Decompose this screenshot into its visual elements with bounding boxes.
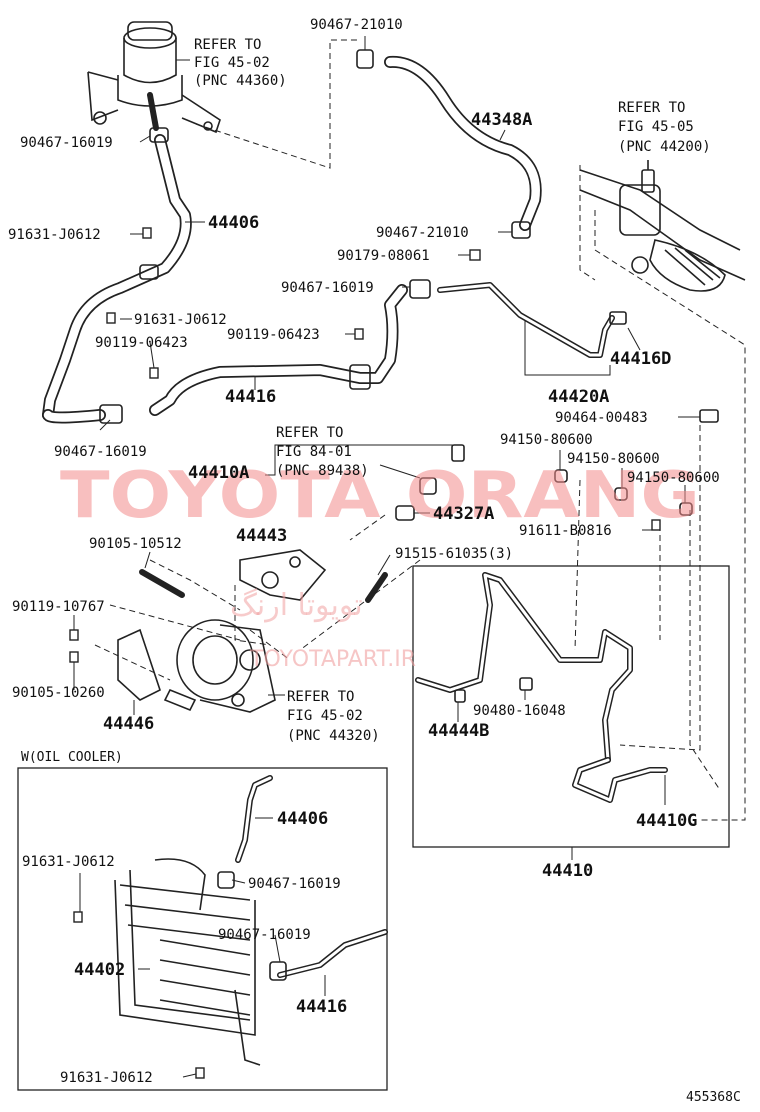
label-91611-B0816: 91611-B0816 xyxy=(519,523,612,539)
label-90105-10512: 90105-10512 xyxy=(89,536,182,552)
watermark-brand: TOYOTA ORANG xyxy=(60,459,700,533)
label-91631-J0612-a: 91631-J0612 xyxy=(8,227,101,243)
assembly-44410-box xyxy=(412,565,730,848)
label-90467-21010-top: 90467-21010 xyxy=(310,17,403,33)
label-44420A: 44420A xyxy=(548,387,609,407)
inset-label-90467-16019-b: 90467-16019 xyxy=(218,927,311,943)
refer-top-line3: (PNC 44360) xyxy=(194,73,287,89)
label-90467-16019-c: 90467-16019 xyxy=(54,444,147,460)
refer-center-line1: REFER TO xyxy=(276,425,343,441)
label-44444B: 44444B xyxy=(428,721,489,741)
part-labels: REFER TO FIG 45-02 (PNC 44360) 90467-210… xyxy=(8,17,741,1105)
label-44416: 44416 xyxy=(225,387,276,407)
refer-pump-line3: (PNC 44320) xyxy=(287,728,380,744)
label-90467-21010-mid: 90467-21010 xyxy=(376,225,469,241)
label-44410G: 44410G xyxy=(636,811,697,831)
label-94150-80600-c: 94150-80600 xyxy=(627,470,720,486)
hose-44348A xyxy=(356,49,542,239)
label-90179-08061: 90179-08061 xyxy=(337,248,430,264)
vane-pump xyxy=(163,619,276,713)
inset-label-91631-J0612-b: 91631-J0612 xyxy=(60,1070,153,1086)
refer-center-line3: (PNC 89438) xyxy=(276,463,369,479)
label-94150-80600-a: 94150-80600 xyxy=(500,432,593,448)
label-90105-10260: 90105-10260 xyxy=(12,685,105,701)
inset-hoses xyxy=(73,775,388,1079)
refer-top-line1: REFER TO xyxy=(194,37,261,53)
label-90119-10767: 90119-10767 xyxy=(12,599,105,615)
label-44406: 44406 xyxy=(208,213,259,233)
refer-pump-line1: REFER TO xyxy=(287,689,354,705)
label-44348A: 44348A xyxy=(471,110,532,130)
figure-id: 455368C xyxy=(686,1090,741,1105)
label-44443: 44443 xyxy=(236,526,287,546)
inset-oil-cooler-box xyxy=(17,767,388,1091)
inset-label-44416: 44416 xyxy=(296,997,347,1017)
inset-label-90467-16019-a: 90467-16019 xyxy=(248,876,341,892)
hose-44406 xyxy=(42,127,192,424)
refer-pump-line2: FIG 45-02 xyxy=(287,708,363,724)
refer-center-line2: FIG 84-01 xyxy=(276,444,352,460)
refer-top-line2: FIG 45-02 xyxy=(194,55,270,71)
label-44410: 44410 xyxy=(542,861,593,881)
steering-gear-assembly xyxy=(579,160,746,292)
watermark: TOYOTA ORANG TOYOTAPART.IR تویوتا ارنگ xyxy=(60,459,700,672)
inset-label-91631-J0612-a: 91631-J0612 xyxy=(22,854,115,870)
label-90467-16019-b: 90467-16019 xyxy=(281,280,374,296)
bolts xyxy=(69,227,661,663)
refer-right-line2: FIG 45-05 xyxy=(618,119,694,135)
label-90119-06423-b: 90119-06423 xyxy=(95,335,188,351)
reservoir-tank xyxy=(87,21,221,134)
inset-label-44402: 44402 xyxy=(74,960,125,980)
bracket-44446 xyxy=(117,628,161,701)
watermark-persian: تویوتا ارنگ xyxy=(230,588,363,623)
oil-cooler-44402 xyxy=(114,858,261,1066)
label-44446: 44446 xyxy=(103,714,154,734)
inset-title: W(OIL COOLER) xyxy=(21,750,123,765)
refer-right-line3: (PNC 44200) xyxy=(618,139,711,155)
hose-44410 xyxy=(415,572,668,803)
label-44416D: 44416D xyxy=(610,349,671,369)
label-90464-00483: 90464-00483 xyxy=(555,410,648,426)
label-91631-J0612-b: 91631-J0612 xyxy=(134,312,227,328)
refer-right-line1: REFER TO xyxy=(618,100,685,116)
label-44410A: 44410A xyxy=(188,463,249,483)
label-90467-16019-a: 90467-16019 xyxy=(20,135,113,151)
label-90119-06423-a: 90119-06423 xyxy=(227,327,320,343)
watermark-site: TOYOTAPART.IR xyxy=(249,647,416,672)
bracket-44443 xyxy=(239,549,327,601)
label-44327A: 44327A xyxy=(433,504,494,524)
label-94150-80600-b: 94150-80600 xyxy=(567,451,660,467)
inset-label-44406: 44406 xyxy=(277,809,328,829)
pipe-44420A xyxy=(437,282,627,376)
leader-lines xyxy=(73,36,700,1078)
hose-44416 xyxy=(149,279,431,416)
label-91515-61035: 91515-61035(3) xyxy=(395,546,513,562)
label-90480-16048: 90480-16048 xyxy=(473,703,566,719)
